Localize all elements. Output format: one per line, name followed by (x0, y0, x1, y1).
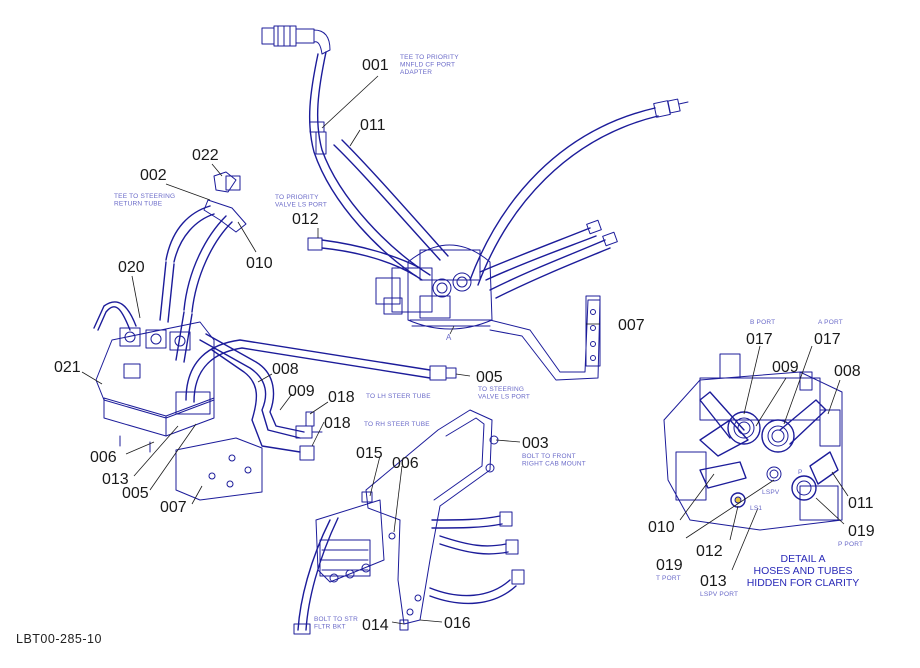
callout-010: 010 (648, 519, 675, 536)
callout-007: 007 (160, 499, 187, 516)
callout-002: 002 (140, 167, 167, 184)
bottom-bracket-assembly (293, 409, 525, 635)
detail-caption-line3: HIDDEN FOR CLARITY (747, 577, 860, 589)
callout-012: 012 (696, 543, 723, 560)
note-p-port: P PORT (838, 541, 863, 548)
callout-005: 005 (122, 485, 149, 502)
note-to-rh-steer: TO RH STEER TUBE (364, 421, 430, 428)
callout-021: 021 (54, 359, 81, 376)
callout-017: 017 (746, 331, 773, 348)
callout-017: 017 (814, 331, 841, 348)
note-t-port: T PORT (656, 575, 681, 582)
note-lspv-port: LSPV PORT (700, 591, 738, 598)
callout-015: 015 (356, 445, 383, 462)
callout-009: 009 (288, 383, 315, 400)
top-fitting (261, 25, 331, 55)
detail-caption-line2: HOSES AND TUBES (753, 565, 852, 577)
callout-022: 022 (192, 147, 219, 164)
section-a-marker: A (446, 333, 452, 342)
figure-id: LBT00-285-10 (16, 632, 102, 646)
callout-011: 011 (360, 117, 386, 134)
detail-a-view (663, 353, 843, 531)
callout-013: 013 (700, 573, 727, 590)
leader-lines (81, 75, 849, 625)
priority-manifold (375, 244, 493, 330)
note-p: P (798, 469, 803, 476)
callout-019: 019 (656, 557, 683, 574)
note-to-priority: TO PRIORITY VALVE LS PORT (275, 194, 327, 209)
callout-008: 008 (272, 361, 299, 378)
callout-006: 006 (392, 455, 419, 472)
top-hose-assembly (261, 25, 689, 381)
callout-007: 007 (618, 317, 645, 334)
note-b-port: B PORT (750, 319, 775, 326)
callout-003: 003 (522, 435, 549, 452)
note-ls1: LS1 (750, 505, 762, 512)
callout-013: 013 (102, 471, 129, 488)
note-bolt-to-front: BOLT TO FRONT RIGHT CAB MOUNT (522, 453, 586, 468)
detail-caption: DETAIL A HOSES AND TUBES HIDDEN FOR CLAR… (747, 553, 860, 589)
callout-numbers: 001 011 002 022 010 012 020 007 021 008 … (54, 57, 875, 634)
callout-012: 012 (292, 211, 319, 228)
callout-011: 011 (848, 495, 874, 512)
callout-006: 006 (90, 449, 117, 466)
callout-008: 008 (834, 363, 861, 380)
callout-018: 018 (328, 389, 355, 406)
callout-009: 009 (772, 359, 799, 376)
callout-010: 010 (246, 255, 273, 272)
callout-016: 016 (444, 615, 471, 632)
callout-014: 014 (362, 617, 389, 634)
note-to-lh-steer: TO LH STEER TUBE (366, 393, 431, 400)
callout-020: 020 (118, 259, 145, 276)
callout-005: 005 (476, 369, 503, 386)
callout-018: 018 (324, 415, 351, 432)
note-tee-to-steering: TEE TO STEERING RETURN TUBE (114, 193, 177, 208)
note-a-port: A PORT (818, 319, 843, 326)
callout-001: 001 (362, 57, 389, 74)
note-to-steering: TO STEERING VALVE LS PORT (478, 386, 530, 401)
note-tee-to-priority: TEE TO PRIORITY MNFLD CF PORT ADAPTER (400, 54, 461, 76)
detail-caption-title: DETAIL A (781, 553, 826, 565)
callout-019: 019 (848, 523, 875, 540)
left-valve-assembly (93, 171, 457, 501)
note-lspv: LSPV (762, 489, 780, 496)
note-bolt-to-str: BOLT TO STR FLTR BKT (314, 616, 360, 631)
annotation-notes: TEE TO PRIORITY MNFLD CF PORT ADAPTER TE… (114, 54, 863, 631)
